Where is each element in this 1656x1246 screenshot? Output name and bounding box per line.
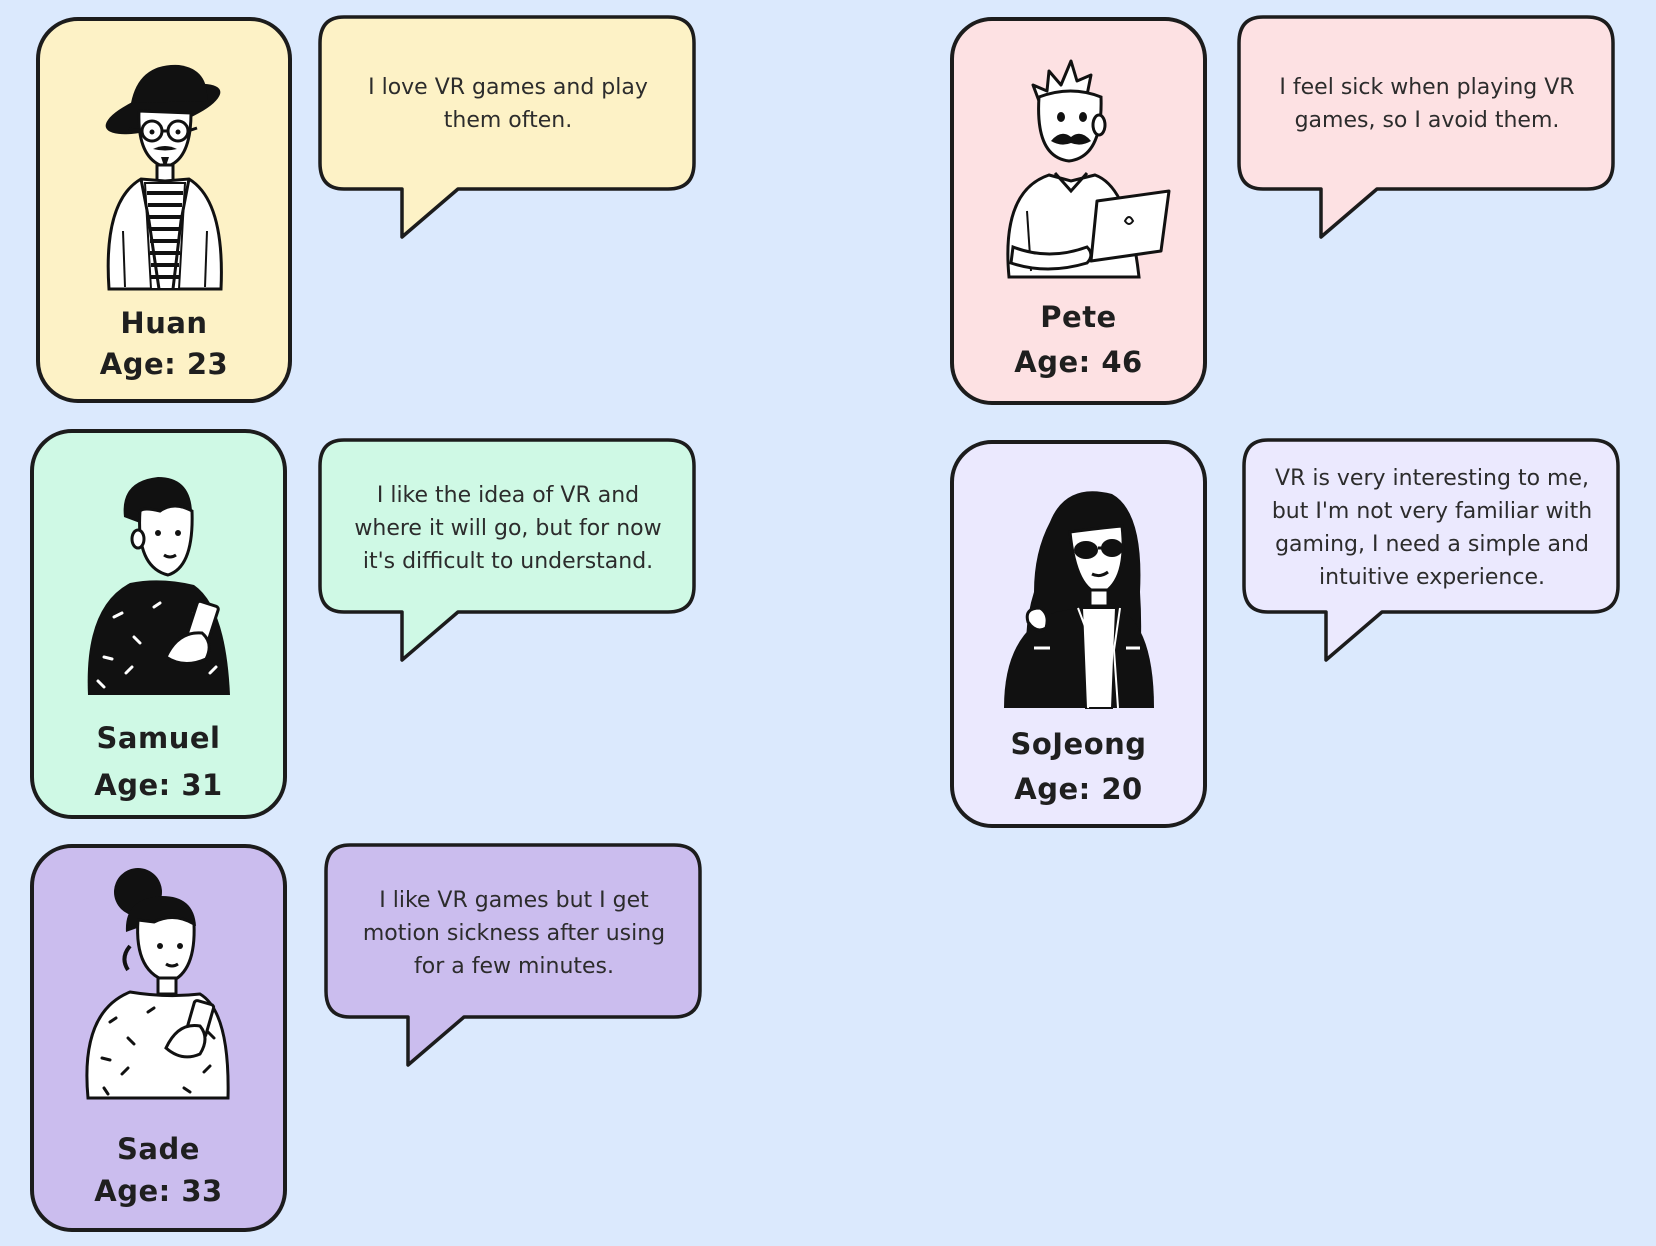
speech-bubble	[318, 15, 696, 239]
speech-bubble	[324, 843, 702, 1067]
person-hat-glasses-icon	[105, 64, 223, 291]
speech-bubble	[318, 438, 696, 662]
persona-name: Huan	[120, 306, 208, 340]
speech-bubble	[1237, 15, 1615, 239]
person-laptop-mustache-icon	[1005, 59, 1170, 279]
persona-name: Samuel	[96, 721, 221, 755]
persona-age: Age: 23	[99, 347, 229, 381]
persona-age: Age: 33	[94, 1174, 223, 1208]
persona-age: Age: 46	[1014, 345, 1143, 379]
persona-card: Pete Age: 46	[950, 17, 1207, 405]
persona-quote: I like VR games but I get motion sicknes…	[362, 887, 666, 979]
persona-card: Huan Age: 23	[36, 17, 292, 403]
person-phone-icon	[87, 477, 230, 695]
persona-name: Sade	[117, 1132, 200, 1166]
persona-card: Sade Age: 33	[30, 844, 287, 1232]
persona-name: Pete	[1040, 300, 1117, 334]
person-sunglasses-icon	[1003, 491, 1154, 709]
persona-quote: VR is very interesting to me, but I'm no…	[1271, 466, 1593, 590]
persona-card: Samuel Age: 31	[30, 429, 287, 819]
persona-card: SoJeong Age: 20	[950, 440, 1207, 828]
persona-quote: I love VR games and play them often.	[368, 75, 648, 133]
persona-quote: I feel sick when playing VR games, so I …	[1279, 75, 1575, 133]
speech-bubble	[1242, 438, 1620, 662]
persona-name: SoJeong	[1010, 727, 1147, 761]
persona-age: Age: 20	[1014, 772, 1143, 806]
persona-quote: I like the idea of VR and where it will …	[354, 482, 662, 574]
person-bun-phone-icon	[84, 868, 230, 1100]
persona-age: Age: 31	[94, 768, 223, 802]
